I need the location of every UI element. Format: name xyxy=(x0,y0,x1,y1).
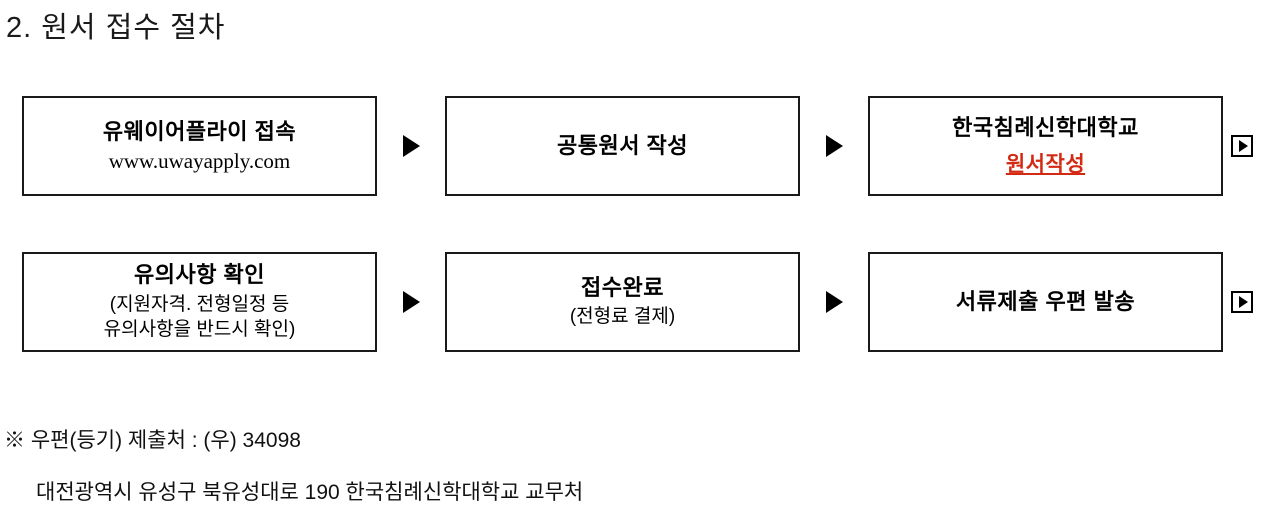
triangle-right-icon xyxy=(402,135,420,157)
triangle-right-icon xyxy=(402,291,420,313)
flow-step-common-application: 공통원서 작성 xyxy=(445,96,800,196)
flow-step-url: www.uwayapply.com xyxy=(108,149,291,174)
triangle-right-icon xyxy=(1238,140,1248,152)
flow-step-check-notices: 유의사항 확인 (지원자격. 전형일정 등 유의사항을 반드시 확인) xyxy=(22,252,377,352)
flow-arrow-2 xyxy=(800,96,868,196)
flow-step-title: 공통원서 작성 xyxy=(556,133,689,159)
triangle-right-icon xyxy=(825,291,843,313)
page-title: 2. 원서 접수 절차 xyxy=(6,12,226,44)
flow-step-title: 서류제출 우편 발송 xyxy=(955,289,1136,315)
flow-step-subtitle-line1: (전형료 결제) xyxy=(569,306,676,328)
flow-arrow-3 xyxy=(377,252,445,352)
flow-step-uwayapply-access: 유웨이어플라이 접속 www.uwayapply.com xyxy=(22,96,377,196)
flow-row-2: 유의사항 확인 (지원자격. 전형일정 등 유의사항을 반드시 확인) 접수완료… xyxy=(22,252,1261,352)
flow-step-mail-documents: 서류제출 우편 발송 xyxy=(868,252,1223,352)
flow-row-2-end xyxy=(1223,252,1261,352)
boxed-arrow-right-icon xyxy=(1231,135,1253,157)
flow-step-title: 유웨이어플라이 접속 xyxy=(102,118,297,144)
flow-step-title: 한국침례신학대학교 xyxy=(952,115,1139,141)
flow-step-subtitle-line1: (지원자격. 전형일정 등 xyxy=(109,293,290,315)
flow-arrow-4 xyxy=(800,252,868,352)
flow-step-title: 유의사항 확인 xyxy=(133,262,266,288)
flow-row-1-end xyxy=(1223,96,1261,196)
note-postal-address-line2: 대전광역시 유성구 북유성대로 190 한국침례신학대학교 교무처 xyxy=(36,481,584,504)
flow-step-title: 접수완료 xyxy=(581,274,664,300)
triangle-right-icon xyxy=(825,135,843,157)
flow-step-submission-complete: 접수완료 (전형료 결제) xyxy=(445,252,800,352)
note-postal-address-line1: ※ 우편(등기) 제출처 : (우) 34098 xyxy=(4,429,301,452)
flow-arrow-1 xyxy=(377,96,445,196)
flow-step-subtitle-line2: 유의사항을 반드시 확인) xyxy=(103,319,296,341)
flow-step-university-application: 한국침례신학대학교 원서작성 xyxy=(868,96,1223,196)
application-write-link[interactable]: 원서작성 xyxy=(1005,152,1086,176)
flow-row-1: 유웨이어플라이 접속 www.uwayapply.com 공통원서 작성 한국침… xyxy=(22,96,1261,196)
boxed-arrow-right-icon xyxy=(1231,291,1253,313)
triangle-right-icon xyxy=(1238,296,1248,308)
